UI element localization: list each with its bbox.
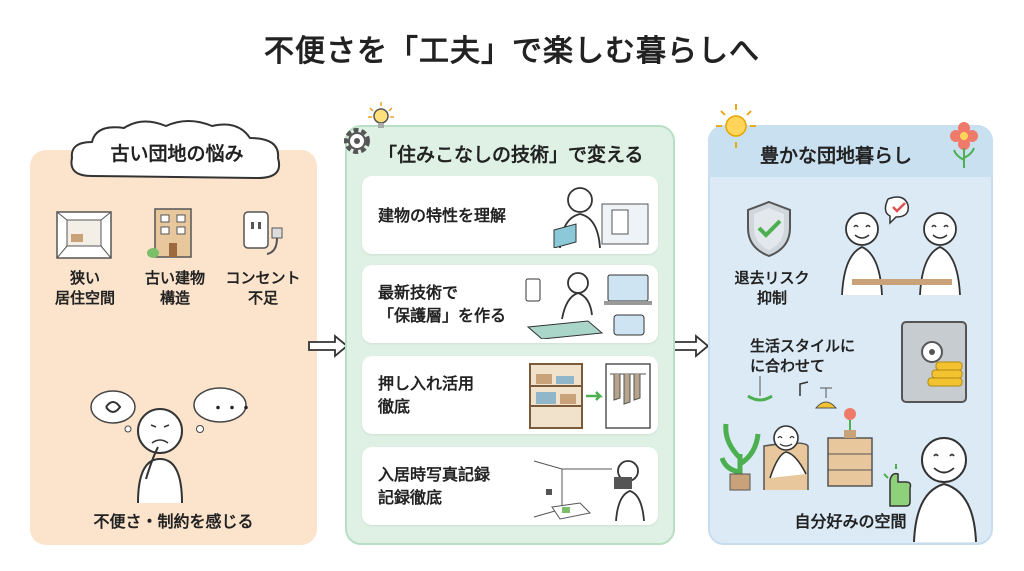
technique-card: 押し入れ活用 徹底 (362, 356, 658, 434)
worried-person-icon (90, 387, 247, 504)
item-outlet-shortage: コンセント 不足 (213, 268, 313, 308)
benefits-heading: 豊かな団地暮らし (760, 145, 913, 167)
card-line: 「保護層」を作る (378, 306, 507, 325)
small-room-icon (56, 211, 112, 259)
cozy-room-icon (720, 376, 873, 491)
item-label: 抑制 (756, 289, 787, 307)
item-label: に合わせて (750, 357, 826, 375)
page-title: 不便さを「工夫」で楽しむ暮らしへ (264, 34, 760, 69)
lifestyle-label: 生活スタイルに に合わせて (750, 336, 900, 376)
protective-layer-icon (525, 272, 652, 339)
problems-caption: 不便さ・制約を感じる (93, 512, 254, 531)
card-line: 最新技術で (378, 283, 459, 302)
card-line: 入居時写真記録 (378, 465, 491, 484)
technique-card: 入居時写真記録 記録徹底 (362, 447, 658, 525)
card-text: 入居時写真記録 記録徹底 (378, 463, 490, 509)
closet-storage-icon (529, 363, 651, 429)
item-label: 狭い (69, 269, 100, 287)
lightbulb-icon (368, 102, 394, 128)
thumbs-up-person-icon (883, 437, 977, 542)
item-label: 生活スタイルに (750, 337, 856, 355)
reading-blueprint-icon (553, 187, 649, 248)
old-building-icon (147, 208, 192, 258)
gear-icon (344, 128, 370, 154)
card-text: 押し入れ活用 徹底 (378, 372, 474, 418)
item-label: 不足 (247, 289, 278, 307)
item-label: 居住空間 (54, 289, 115, 307)
arrow-right-icon (308, 334, 349, 358)
benefits-caption: 自分好みの空間 (794, 512, 907, 531)
card-text: 最新技術で 「保護層」を作る (378, 281, 506, 327)
safe-coins-icon (901, 321, 967, 403)
item-label: 構造 (159, 289, 190, 307)
technique-card: 建物の特性を理解 (362, 176, 658, 254)
cloud-shape (70, 120, 280, 180)
card-text: 建物の特性を理解 (378, 206, 507, 225)
card-line: 押し入れ活用 (378, 374, 475, 393)
item-label: コンセント (225, 269, 301, 287)
item-label: 古い建物 (144, 269, 205, 287)
item-label: 退去リスク (734, 269, 810, 287)
happy-people-icon (841, 196, 961, 296)
card-line: 徹底 (378, 397, 411, 416)
risk-reduction-label: 退去リスク 抑制 (722, 268, 822, 308)
item-small-space: 狭い 居住空間 (45, 268, 125, 308)
sun-icon (716, 104, 756, 148)
flower-icon (950, 122, 978, 168)
thought-dots: ・・・ (211, 401, 253, 417)
techniques-heading: 「住みこなしの技術」で変える (378, 144, 644, 166)
technique-card: 最新技術で 「保護層」を作る (362, 265, 658, 343)
card-line: 記録徹底 (378, 488, 443, 507)
problems-heading: 古い団地の悩み (110, 143, 244, 165)
item-old-structure: 古い建物 構造 (130, 268, 220, 308)
benefits-header (708, 125, 993, 177)
photo-record-icon (533, 460, 645, 521)
outlet-plug-icon (243, 211, 283, 255)
shield-check-icon (747, 200, 791, 258)
